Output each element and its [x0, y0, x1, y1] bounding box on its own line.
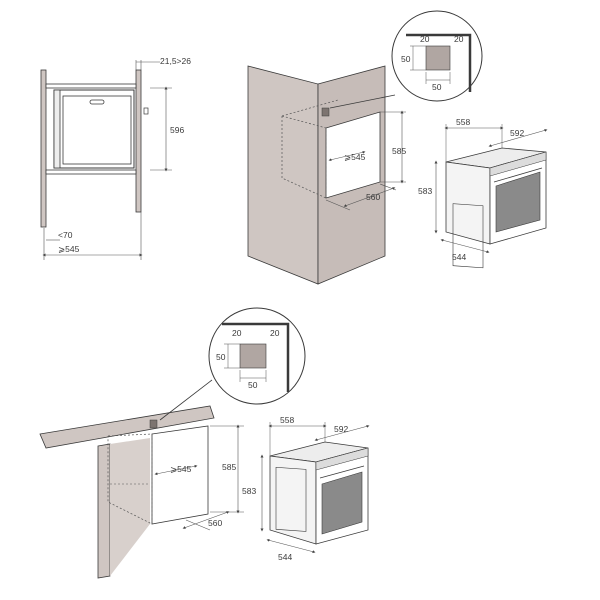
side-oven-door: [53, 89, 61, 169]
oven-bottom-depth: 558: [280, 415, 294, 425]
countertop: [39, 405, 215, 449]
tall-unit: 50 50 20 20 585 ⩾545 560: [247, 10, 483, 285]
under-counter-unit: 50 50 20 20 585 ⩾545 560: [39, 307, 306, 579]
tall-vent-square: [321, 107, 330, 117]
tall-vent-square-zoom: [425, 45, 451, 71]
oven-bottom-height: 583: [242, 486, 256, 496]
tall-vent-offset-top: 20: [420, 34, 430, 44]
oven-top-height: 583: [418, 186, 432, 196]
side-gap-label: 21,5>26: [160, 56, 191, 66]
side-bottom-shelf: [45, 169, 137, 175]
under-vent-offset-top: 20: [232, 328, 242, 338]
oven-bottom: 558 592 583 544: [242, 415, 370, 562]
side-bottom-gap-label: <70: [58, 230, 73, 240]
oven-bottom-glass: [321, 471, 363, 535]
under-niche-depth: ⩾545: [170, 464, 192, 474]
oven-top-width: 592: [510, 128, 524, 138]
under-niche-height: 585: [222, 462, 236, 472]
tall-vent-width: 50: [432, 82, 442, 92]
tall-vent-offset-side: 20: [454, 34, 464, 44]
side-oven-knob: [143, 107, 149, 115]
tall-vent-height: 50: [401, 54, 411, 64]
under-niche-dashed: [107, 433, 153, 525]
oven-top: 558 592 583 544: [418, 117, 548, 269]
under-vent-offset-side: 20: [270, 328, 280, 338]
tall-niche-width: 560: [366, 192, 380, 202]
tall-niche-back-dashed: [281, 115, 327, 199]
oven-top-control-panel: [489, 151, 547, 177]
oven-top-body-depth: 544: [452, 252, 466, 262]
side-wall-left: [40, 69, 47, 228]
side-oven-handle: [89, 99, 105, 105]
oven-bottom-door-panel: [275, 466, 307, 532]
tall-niche-height: 585: [392, 146, 406, 156]
tall-unit-front: [247, 65, 319, 285]
oven-top-side-face: [445, 161, 491, 245]
oven-bottom-control-panel: [315, 447, 369, 471]
side-oven-inner: [62, 95, 132, 165]
side-wall-right: [135, 69, 142, 213]
side-view: 21,5>26 596 <70 ⩾545: [40, 56, 191, 260]
under-vent-width: 50: [248, 380, 258, 390]
under-niche-width: 560: [208, 518, 222, 528]
oven-bottom-width: 592: [334, 424, 348, 434]
side-depth-label: ⩾545: [58, 244, 80, 254]
tall-niche-depth: ⩾545: [344, 152, 366, 162]
side-top-shelf: [45, 83, 137, 89]
oven-top-door-panel: [452, 203, 484, 269]
under-vent-square-zoom: [239, 343, 267, 369]
under-vent-square: [149, 419, 158, 429]
under-vent-height: 50: [216, 352, 226, 362]
under-niche-opening: [151, 425, 209, 525]
cabinet-shadow: [110, 438, 150, 576]
oven-top-glass: [495, 171, 541, 233]
oven-bottom-body-depth: 544: [278, 552, 292, 562]
oven-bottom-side-face: [269, 455, 317, 545]
side-height-label: 596: [170, 125, 184, 135]
oven-top-depth: 558: [456, 117, 470, 127]
